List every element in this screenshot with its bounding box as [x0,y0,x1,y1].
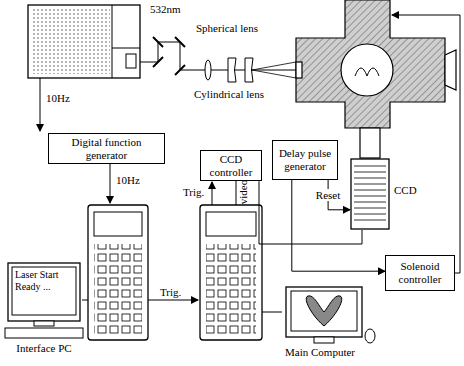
signal-label: Cylindrical lens [194,88,264,100]
camera-body [350,158,390,230]
connector-line [259,181,362,244]
node-label: Digital function generator [52,136,161,161]
edge-label: Reset [315,189,341,201]
laser-head [28,5,140,78]
interface-pc: Laser Start Ready ... Interface PC [4,262,84,360]
node-caption: Interface PC [4,342,84,355]
ccd-camera: CCD [350,158,390,230]
ccd-controller-box: CCD controller [200,150,262,181]
node-label: CCD controller [204,153,258,178]
signal-label: 10Hz [46,92,70,104]
node-label: Solenoid controller [389,260,451,285]
signal-label: Trig. [183,186,204,198]
laser-beam [140,37,296,78]
combustion-chamber [296,0,456,158]
solenoid-controller-box: Solenoid controller [385,255,455,291]
signal-label: Trig. [160,286,181,298]
lens-set [205,58,253,82]
signal-label: video [237,180,249,204]
keypad-device [200,205,262,340]
node-label: Laser Start Ready ... [15,269,61,292]
delay-generator-box: Delay pulse generator [272,140,338,180]
signal-wire [40,15,460,312]
signal-label: 532nm [150,3,181,15]
main-computer: Main Computer [262,286,378,362]
main-monitor [262,286,378,346]
node-label: Main Computer [262,346,378,359]
signal-label: Spherical lens [196,22,258,34]
signal-label: 10Hz [116,174,140,186]
keypad-device [88,205,148,340]
node-label: Delay pulse generator [276,147,334,172]
node-label: CCD [394,184,417,197]
function-generator-box: Digital function generator [48,133,165,164]
